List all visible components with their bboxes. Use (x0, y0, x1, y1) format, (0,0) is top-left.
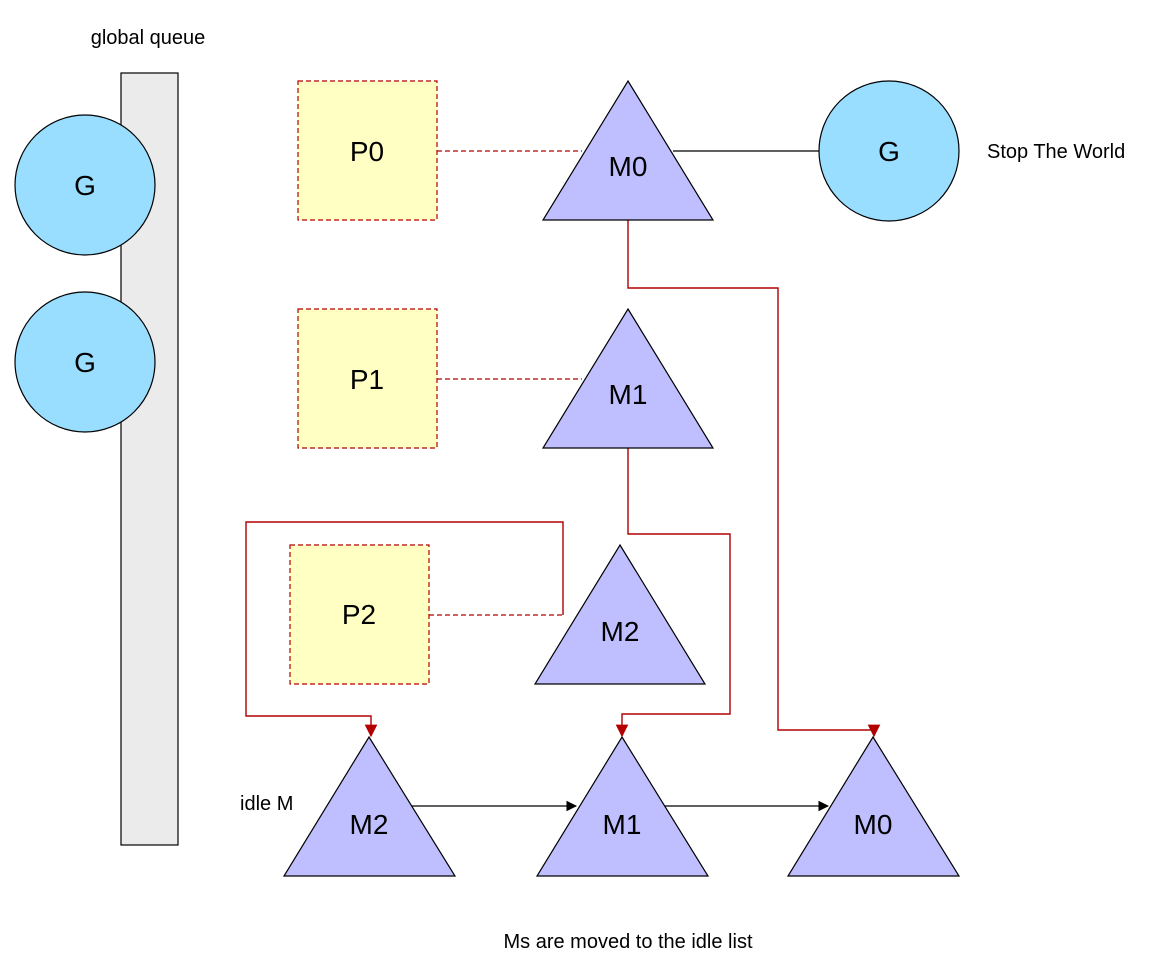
goroutine-label: G (74, 347, 96, 378)
machine-label: M0 (854, 809, 893, 840)
m1-to-idle-path (615, 448, 731, 738)
machine-m2: M2 (533, 543, 707, 685)
global-queue-label: global queue (91, 27, 206, 49)
processor-p1: P1 (297, 308, 438, 449)
processor-label: P1 (350, 364, 384, 395)
queue-goroutine-2: G (14, 291, 156, 433)
machine-m0: M0 (541, 79, 715, 221)
goroutine-label: G (74, 170, 96, 201)
processor-p2: P2 (289, 544, 430, 685)
processor-label: P0 (350, 136, 384, 167)
machine-label: M1 (609, 379, 648, 410)
m0-to-idle-path (627, 220, 881, 738)
processor-p0: P0 (297, 80, 438, 221)
processor-label: P2 (342, 599, 376, 630)
queue-goroutine-1: G (14, 114, 156, 256)
machine-label: M0 (609, 151, 648, 182)
machine-label: M2 (601, 616, 640, 647)
goroutine-label: G (878, 136, 900, 167)
idle-machine-m1: M1 (535, 735, 710, 877)
stop-the-world-label: Stop The World (987, 141, 1125, 163)
idle-m-label: idle M (240, 793, 293, 815)
idle-machine-m0: M0 (786, 735, 961, 877)
machine-label: M2 (350, 809, 389, 840)
idle-machine-m2: M2 (282, 735, 457, 877)
m2-to-idle-path (245, 521, 564, 738)
diagram-caption: Ms are moved to the idle list (504, 931, 753, 953)
machine-label: M1 (603, 809, 642, 840)
machine-m1: M1 (541, 307, 715, 449)
running-goroutine: G (818, 80, 960, 222)
